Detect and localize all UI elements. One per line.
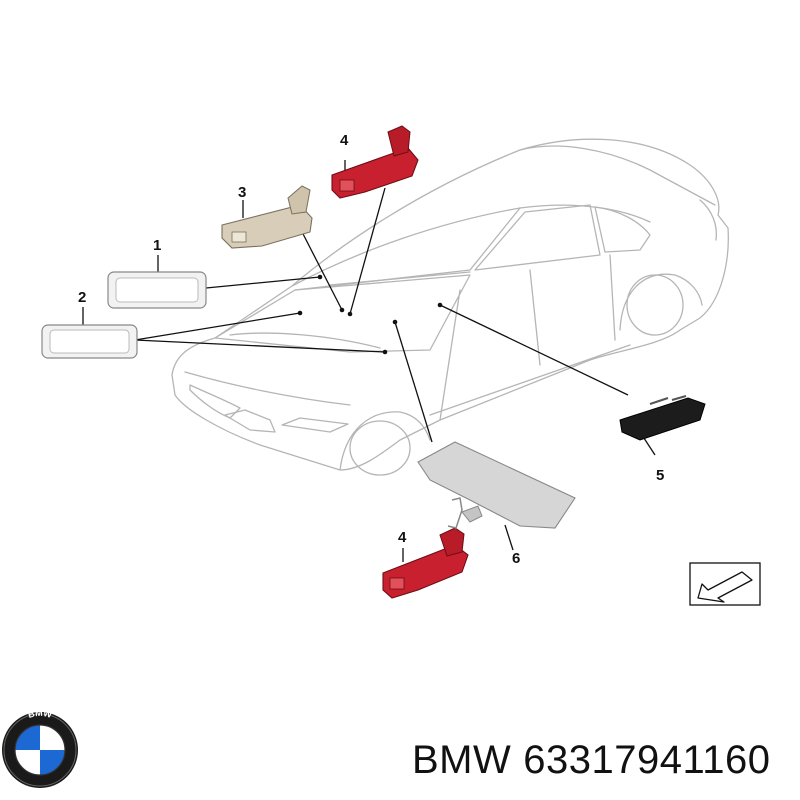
callout-labels: 1 2 3 4 4 5 6	[78, 132, 664, 567]
part-number: 63317941160	[523, 738, 771, 782]
part-3-connector	[221, 185, 313, 249]
part-2-light	[41, 324, 138, 359]
callout-4-bottom: 4	[398, 529, 407, 546]
callout-2: 2	[78, 289, 86, 306]
callout-5: 5	[656, 467, 664, 484]
part-4-red-connector-top	[331, 125, 419, 199]
callout-1: 1	[153, 237, 161, 254]
part-4-red-connector-bottom	[382, 527, 469, 599]
part-1-light	[107, 271, 207, 309]
callout-3: 3	[238, 184, 246, 201]
callout-6: 6	[512, 550, 520, 567]
logo-letters: BMW	[27, 708, 54, 720]
callout-4-top: 4	[340, 132, 349, 149]
car-outline	[171, 138, 729, 476]
arrow-icon	[697, 571, 753, 603]
leader-lines	[82, 160, 656, 562]
part-5-module	[619, 395, 706, 441]
orientation-arrow-box	[689, 562, 761, 606]
logo-letters-path: BMW	[27, 708, 54, 720]
bmw-roundel-icon: BMW	[2, 708, 78, 788]
brand-name: BMW	[412, 738, 512, 782]
part-6-bracket	[417, 441, 576, 529]
